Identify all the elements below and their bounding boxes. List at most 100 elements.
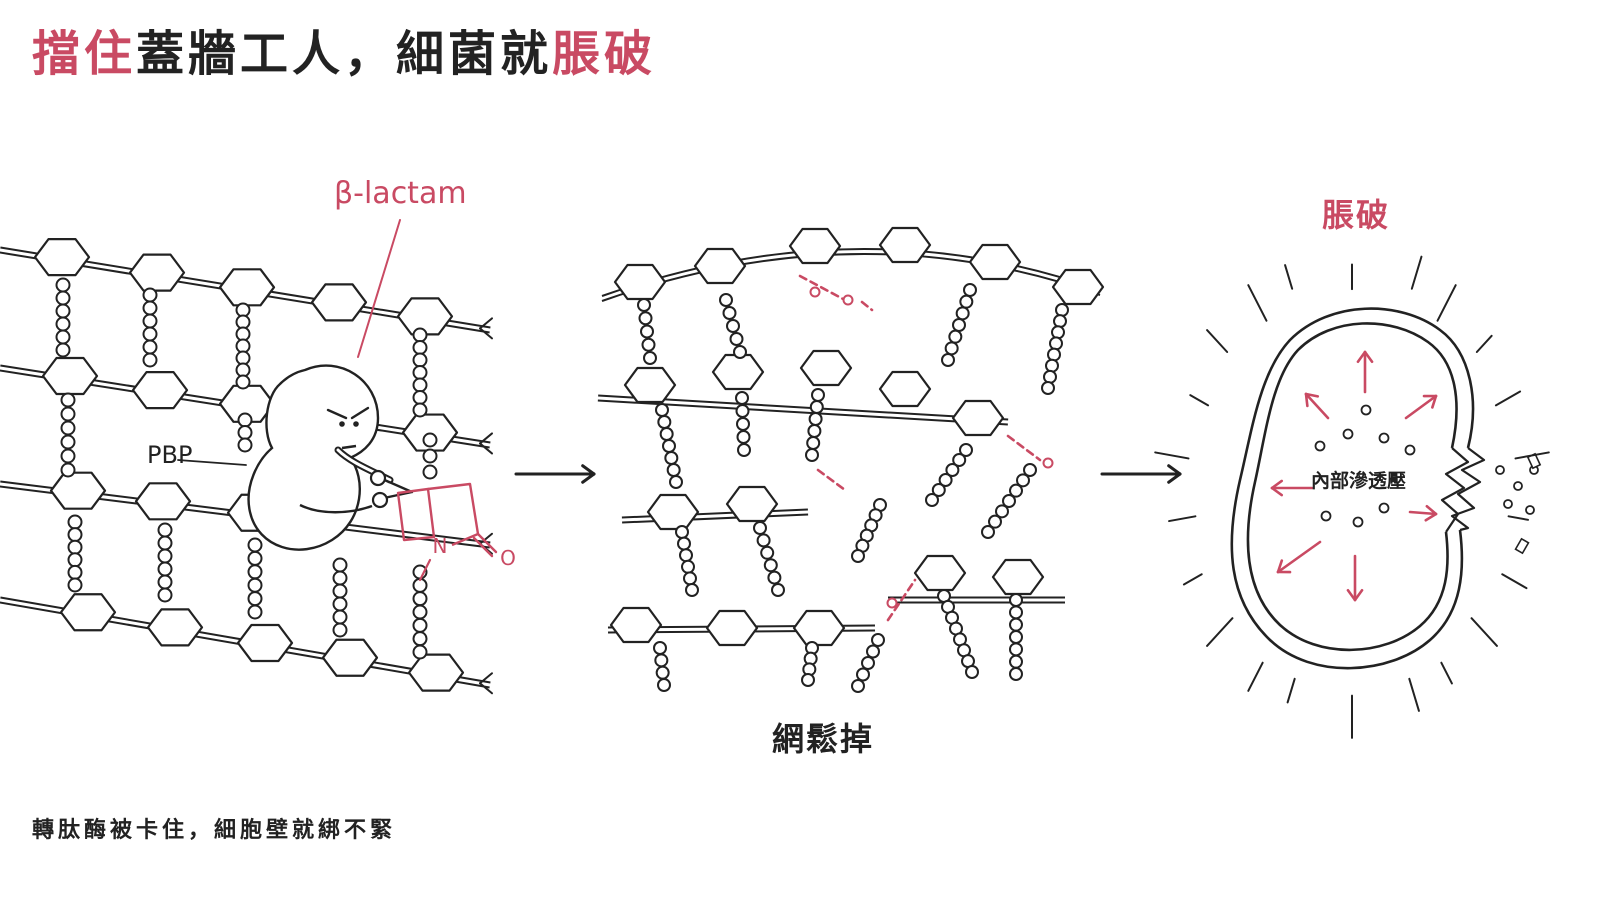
pbp-eye [353, 421, 359, 427]
peptide-bead [811, 388, 825, 402]
sugar-hexagon [310, 283, 368, 322]
peptide-bead [247, 550, 263, 566]
burst-ray-icon [1247, 284, 1268, 322]
peptide-bead [142, 313, 158, 329]
pbp-enzyme-icon [247, 364, 380, 551]
broken-crosslink [1006, 434, 1042, 462]
peptide-bead [657, 415, 672, 429]
caption: 轉肽酶被卡住，細胞壁就綁不緊 [32, 818, 397, 843]
strand-end-tick [479, 672, 493, 685]
peptide-bead [142, 287, 158, 303]
sugar-hexagon [236, 623, 294, 663]
peptide-bead [412, 365, 428, 380]
peptide-bead [1051, 325, 1065, 340]
peptide-bead [412, 340, 428, 355]
peptide-bead [941, 353, 955, 367]
peptide-bead [247, 564, 263, 580]
peptide-bead [1049, 336, 1063, 351]
peptide-bead [683, 571, 697, 586]
sugar-hexagon [131, 371, 189, 410]
sugar-hexagon [396, 297, 454, 336]
peptide-bead [677, 536, 691, 551]
pressure-arrow-icon [1304, 392, 1330, 420]
peptide-bead [948, 329, 963, 344]
peptide-bead [157, 535, 173, 551]
peptide-bead [67, 539, 83, 555]
peptide-bead [412, 377, 428, 393]
broken-crosslink-end [809, 286, 821, 298]
process-arrows [514, 464, 1182, 484]
pbp-eyebrow [326, 408, 348, 420]
peptide-bead [142, 339, 158, 355]
solute-particle [1342, 428, 1354, 440]
peptide-bead [640, 324, 654, 339]
peptide-bead [55, 329, 71, 345]
peptide-bead [412, 644, 428, 660]
peptide-bead [806, 436, 821, 450]
peptide-bead [67, 577, 83, 593]
peptide-bead [657, 678, 671, 692]
peptide-bead [763, 558, 778, 573]
glycan-strand-line [622, 513, 809, 524]
peptide-bead [945, 463, 960, 477]
loose-net-label: 網鬆掉 [772, 720, 875, 758]
sugar-hexagon [49, 471, 107, 510]
peptide-bead [722, 306, 737, 320]
peptide-bead [412, 631, 428, 647]
peptide-bead [55, 342, 71, 358]
sugar-hexagon [33, 238, 91, 277]
peptide-bead [861, 656, 875, 670]
pressure-arrow-icon [1431, 394, 1438, 409]
pressure-arrow-icon [1356, 350, 1367, 364]
peptide-bead [1041, 381, 1055, 395]
arrow-right-icon [581, 464, 596, 476]
pressure-arrow-icon [1353, 588, 1364, 602]
title-accent-2: 脹破 [552, 26, 657, 82]
peptide-bead [952, 318, 966, 332]
arrow-right-icon [1167, 464, 1182, 476]
peptide-bead [655, 403, 669, 417]
burst-ray-icon [1182, 573, 1203, 586]
peptide-bead [801, 673, 815, 687]
solute-particle [1404, 444, 1416, 456]
carbonyl-bond [476, 532, 498, 554]
peptide-bead [55, 303, 71, 319]
peptide-bead [807, 424, 822, 438]
peptide-bead [60, 420, 76, 436]
burst-ray-icon [1514, 451, 1550, 460]
sugar-hexagon [711, 353, 765, 391]
sugar-hexagon [128, 253, 186, 292]
beta-lactam-label: β-lactam [334, 176, 467, 211]
peptide-bead [685, 583, 699, 597]
broken-crosslink [816, 468, 847, 492]
peptide-bead [412, 402, 428, 418]
pressure-arrow-icon [1276, 559, 1284, 574]
peptide-bead [235, 374, 251, 390]
peptide-bead [767, 570, 782, 585]
pressure-arrow-icon [1346, 588, 1357, 602]
peptide-bead [422, 432, 438, 448]
sugar-hexagon [41, 356, 99, 396]
sugar-hexagon [59, 593, 117, 632]
leaking-particle [1503, 499, 1513, 509]
sugar-hexagon [146, 608, 204, 647]
peptide-bead [654, 653, 669, 668]
solute-particle [1320, 510, 1332, 522]
sugar-hexagon [646, 493, 700, 531]
peptide-bead [332, 570, 348, 586]
sugar-hexagon [968, 243, 1022, 281]
burst-ray-icon [1206, 617, 1234, 647]
peptide-bead [963, 283, 977, 297]
peptide-bead [681, 559, 695, 574]
ring-nitrogen-label: N [433, 534, 448, 558]
peptide-bead [753, 521, 767, 535]
bursting-bacterium-panel [1154, 255, 1550, 739]
leaking-particle [1513, 481, 1523, 491]
peptide-bead [332, 609, 348, 625]
sugar-hexagon [725, 485, 779, 523]
sugar-hexagon [407, 653, 465, 692]
peptide-bead [719, 293, 733, 307]
arrow-right-icon [581, 472, 596, 484]
pbp-mouth [341, 444, 357, 450]
